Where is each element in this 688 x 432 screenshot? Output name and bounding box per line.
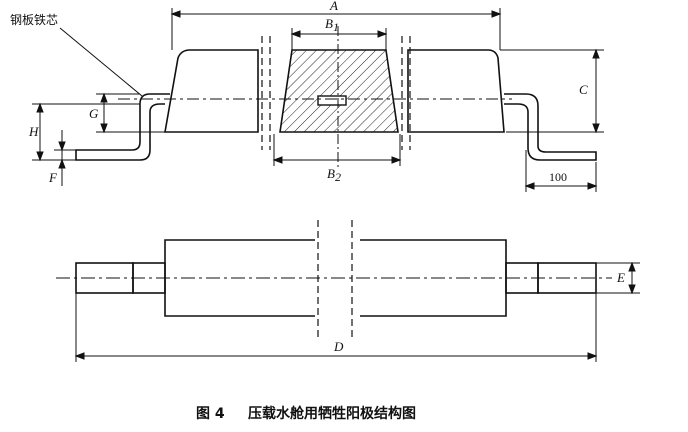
label-B1: B1 xyxy=(325,16,339,34)
center-section-hatched xyxy=(279,49,399,133)
figure-title: 压载水舱用牺牲阳极结构图 xyxy=(248,405,416,422)
label-steel-core: 钢板铁芯 xyxy=(10,13,58,27)
dim-100 xyxy=(524,150,598,192)
right-anode-block xyxy=(407,49,505,133)
dim-A xyxy=(170,8,502,50)
steel-core-leader xyxy=(59,27,143,97)
label-G: G xyxy=(89,106,99,121)
break-lines-top xyxy=(261,36,411,150)
dim-H xyxy=(32,102,140,162)
figure-number: 图 4 xyxy=(196,406,225,422)
label-F: F xyxy=(48,170,58,185)
dim-B1 xyxy=(290,28,388,50)
dim-C xyxy=(500,48,604,134)
label-E: E xyxy=(616,270,625,285)
label-H: H xyxy=(28,124,39,139)
dim-F xyxy=(54,130,76,186)
core-slot xyxy=(317,95,347,106)
elevation-view xyxy=(164,49,505,133)
dim-G xyxy=(96,92,165,134)
steel-core-right xyxy=(504,93,597,161)
dim-D xyxy=(74,293,598,362)
label-B2: B2 xyxy=(327,166,341,184)
label-D: D xyxy=(333,339,344,354)
label-A: A xyxy=(329,0,338,13)
break-lines-plan xyxy=(317,220,353,340)
dim-E xyxy=(596,261,640,295)
label-C: C xyxy=(579,82,588,97)
steel-core-left xyxy=(75,93,170,161)
left-anode-block xyxy=(164,49,259,133)
dim-B2 xyxy=(272,134,402,166)
label-100: 100 xyxy=(549,170,567,184)
